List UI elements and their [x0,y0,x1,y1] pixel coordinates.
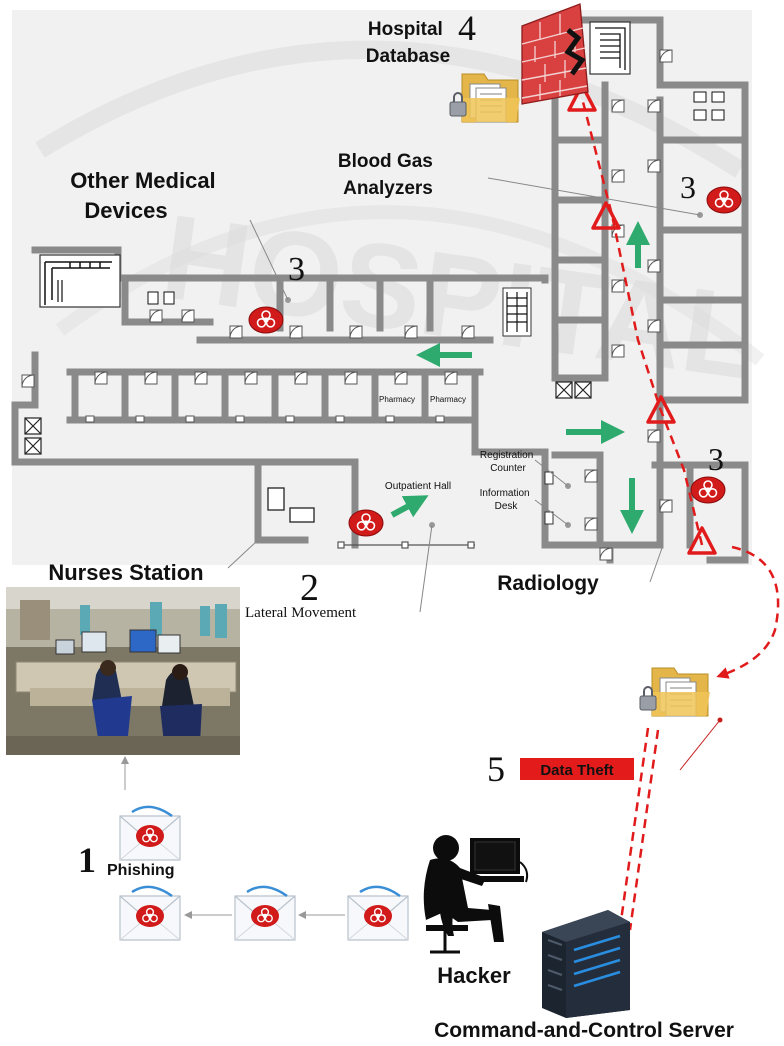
biohazard-icon [248,306,284,334]
step-number-3: 3 [680,169,696,205]
leader-lines [227,177,701,613]
firewall-icon [521,3,589,105]
lateral-movement-arrows [390,221,650,534]
email-icon [233,885,297,942]
nurses-station-photo [6,587,240,755]
nurses-station-label: Nurses Station [48,560,203,585]
biohazard-icon [690,476,726,504]
step-number-3: 3 [288,251,305,288]
pointer-dot [717,717,723,723]
phishing-label: Phishing [107,862,175,879]
staircase-icon [589,21,631,75]
outpatient-hall-label: Outpatient Hall [385,481,451,492]
stolen-data-folder-icon [639,667,711,717]
outpatient-window-wall [337,541,475,549]
step-number-5: 5 [487,749,505,789]
data-theft-pointer [679,719,721,771]
email-icon [118,805,182,862]
registration-counter-label: Registration Counter [480,450,536,474]
blood-gas-label: Blood Gas Analyzers [338,151,438,199]
data-theft-label: Data Theft [540,762,613,779]
c2-server-label: Command-and-Control Server [434,1019,734,1042]
staircase-icon [39,254,121,308]
pharmacy-label: Pharmacy [379,395,415,404]
exfiltration-path [580,97,780,931]
email-icon [346,885,410,942]
pharmacy-row-fixtures [85,415,445,423]
step-number-1: 1 [78,840,96,880]
biohazard-icon [706,186,742,214]
pharmacy-label: Pharmacy [430,395,466,404]
step-number-3: 3 [708,441,724,477]
elevator-icons [24,381,592,455]
other-devices-label: Other Medical Devices [70,168,222,223]
lateral-movement-label: Lateral Movement [245,605,357,621]
information-desk-label: Information Desk [480,488,533,512]
escalator-icon [502,287,532,337]
restroom-icon [147,91,725,305]
hospital-database-label: Hospital Database [366,19,451,67]
hacker-icon [423,835,529,954]
email-icon [118,885,182,942]
step-number-2: 2 [300,567,319,609]
biohazard-icon [348,509,384,537]
step-number-4: 4 [458,8,476,48]
desk-fixtures [267,471,554,525]
hacker-label: Hacker [437,963,511,988]
server-icon [542,910,630,1018]
radiology-label: Radiology [497,572,599,595]
data-theft-badge [520,758,634,780]
